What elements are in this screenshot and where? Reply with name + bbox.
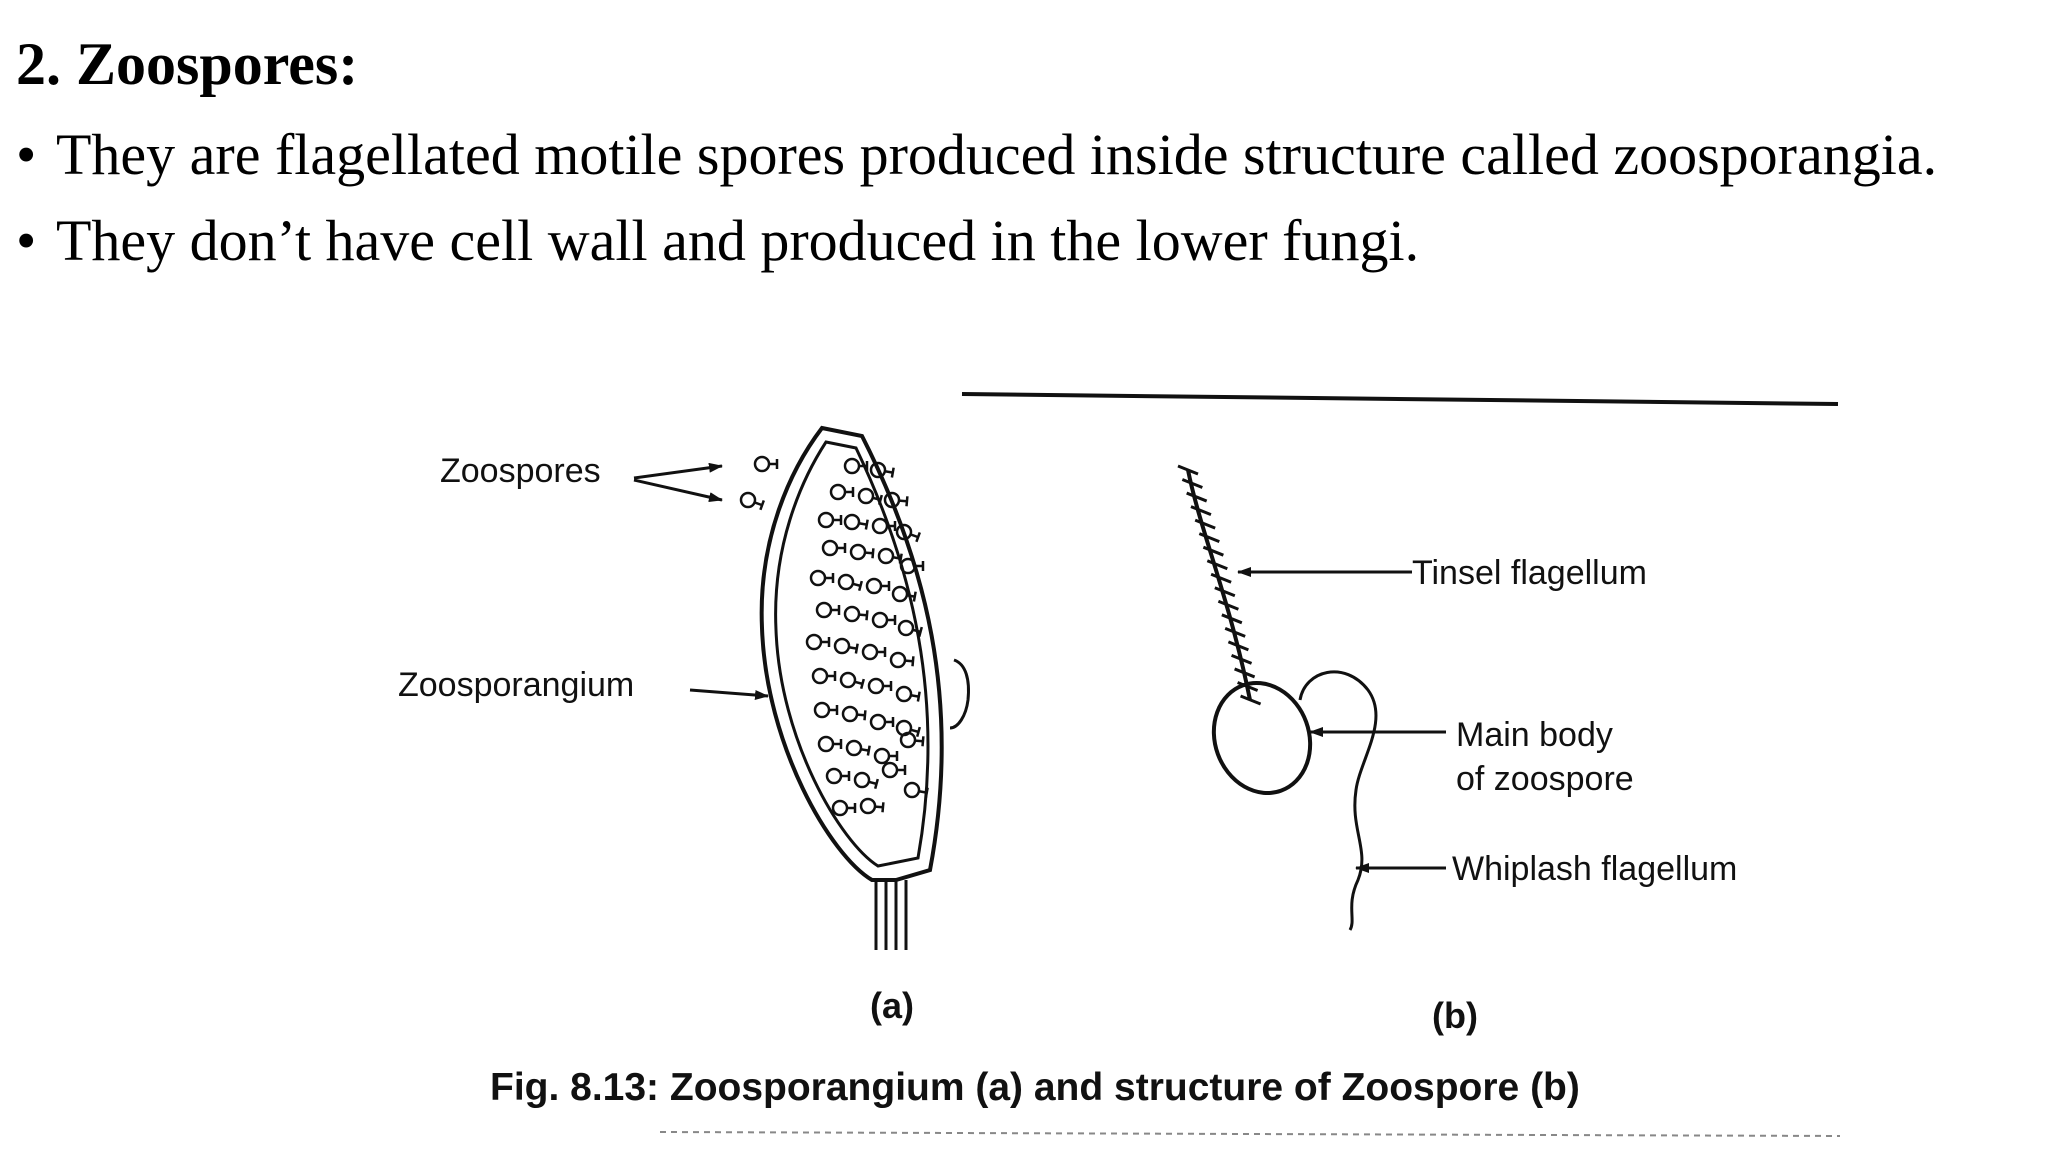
bullet-text: They don’t have cell wall and produced i… <box>56 208 1420 273</box>
zoospore-glyph <box>877 547 903 565</box>
zoospore-glyph <box>891 585 917 603</box>
bullet-dot-icon: • <box>16 208 37 273</box>
tinsel-hair <box>1194 518 1216 530</box>
whiplash-flagellum <box>1298 670 1378 931</box>
zoospore-glyph <box>841 705 867 723</box>
tinsel-hair <box>1221 613 1243 625</box>
zoospore-glyph <box>753 455 779 473</box>
section-heading: 2. Zoospores: <box>16 31 359 97</box>
zoosporangium-diagram <box>739 425 970 950</box>
zoospore-glyph <box>895 719 921 738</box>
tinsel-flagellum <box>1186 469 1252 701</box>
zoospore-glyph <box>869 461 895 479</box>
tinsel-hair <box>1234 667 1256 679</box>
zoospore-glyph <box>899 557 925 575</box>
sporangium-bump <box>949 658 970 730</box>
tinsel-hair <box>1181 478 1203 489</box>
zoospore-glyph <box>883 491 909 509</box>
zoospore-glyph <box>853 771 879 790</box>
zoospore-glyph <box>889 651 915 669</box>
tinsel-hair <box>1240 694 1262 706</box>
zoospore-glyph <box>809 569 835 587</box>
zoospore-glyph <box>825 767 851 785</box>
tinsel-hair <box>1177 464 1199 476</box>
bullet-item: • They don’t have cell wall and produced… <box>16 198 1937 284</box>
zoospore-main-body <box>1211 680 1313 796</box>
zoospore-glyph <box>837 573 863 592</box>
tinsel-hair <box>1198 532 1220 544</box>
sublabel-b: (b) <box>1432 995 1478 1036</box>
tinsel-hair <box>1190 505 1212 516</box>
zoospore-glyph <box>897 619 923 638</box>
zoospore-glyph <box>805 633 831 651</box>
zoospore-glyph <box>895 523 921 543</box>
tinsel-hair <box>1202 545 1224 557</box>
zoospore-glyph <box>843 605 869 623</box>
tinsel-hair <box>1224 626 1246 638</box>
zoospore-glyph <box>821 539 847 557</box>
tinsel-hair <box>1237 681 1259 692</box>
tinsel-hair <box>1210 572 1232 584</box>
zoospore-glyph <box>833 637 859 655</box>
sublabel-a: (a) <box>870 985 914 1026</box>
zoospore-glyph <box>839 671 865 690</box>
label-zoospores: Zoospores <box>440 452 601 490</box>
zoospore-glyph <box>813 701 839 719</box>
zoospore-glyph <box>881 761 907 779</box>
zoospore-structure-diagram <box>1177 464 1378 931</box>
arrow-zoospores-2 <box>633 478 723 502</box>
tinsel-hair <box>1186 491 1208 503</box>
tinsel-hair <box>1206 559 1228 571</box>
label-zoosporangium: Zoosporangium <box>398 666 634 704</box>
zoospore-glyph <box>829 483 855 501</box>
zoospore-glyph <box>861 643 887 661</box>
caption-underline <box>659 1131 1841 1137</box>
label-whiplash-flagellum: Whiplash flagellum <box>1452 850 1737 888</box>
zoospore-glyph <box>831 799 857 817</box>
zoospore-glyph <box>869 713 895 731</box>
figure-caption: Fig. 8.13: Zoosporangium (a) and structu… <box>490 1066 1580 1109</box>
label-tinsel-flagellum: Tinsel flagellum <box>1412 554 1647 592</box>
tinsel-hair <box>1214 586 1236 598</box>
zoospore-glyph <box>903 781 929 799</box>
zoospore-glyph <box>899 731 925 749</box>
zoospore-glyph <box>845 739 871 757</box>
zoospore-glyph <box>865 577 891 595</box>
bullet-item: • They are flagellated motile spores pro… <box>16 112 1937 198</box>
zoospore-glyph <box>867 677 893 695</box>
bullet-dot-icon: • <box>16 122 37 187</box>
zoospore-glyph <box>811 667 837 685</box>
zoospore-cluster <box>805 457 929 817</box>
zoospore-glyph <box>843 457 869 475</box>
zoospore-glyph <box>815 601 841 619</box>
zoospore-glyph <box>857 487 883 506</box>
bullet-text: They are flagellated motile spores produ… <box>56 122 1938 187</box>
zoosporangium-inner-wall <box>774 440 930 868</box>
zoospore-glyph <box>859 797 885 815</box>
zoospore-glyph <box>871 611 897 629</box>
tinsel-hairs <box>1177 464 1262 706</box>
zoospore-glyph <box>739 491 765 511</box>
arrow-zoospores-1 <box>633 462 723 480</box>
zoospore-glyph <box>871 517 897 535</box>
zoospore-glyph <box>817 735 843 753</box>
tinsel-hair <box>1230 654 1253 665</box>
zoosporangium-outer-wall <box>759 425 944 882</box>
zoospore-glyph <box>849 543 875 561</box>
zoospore-glyph <box>817 511 843 529</box>
tinsel-hair <box>1217 599 1239 611</box>
label-main-body-1: Main body <box>1456 716 1613 754</box>
arrow-zoosporangium <box>689 688 769 700</box>
top-rule-line <box>961 392 1839 406</box>
zoospore-glyph <box>873 747 899 765</box>
zoospore-glyph <box>843 513 869 531</box>
label-main-body-2: of zoospore <box>1456 760 1634 798</box>
released-zoospores <box>739 455 779 511</box>
tinsel-hair <box>1227 640 1249 652</box>
zoospore-glyph <box>895 685 921 703</box>
bullet-list: • They are flagellated motile spores pro… <box>16 112 1937 284</box>
